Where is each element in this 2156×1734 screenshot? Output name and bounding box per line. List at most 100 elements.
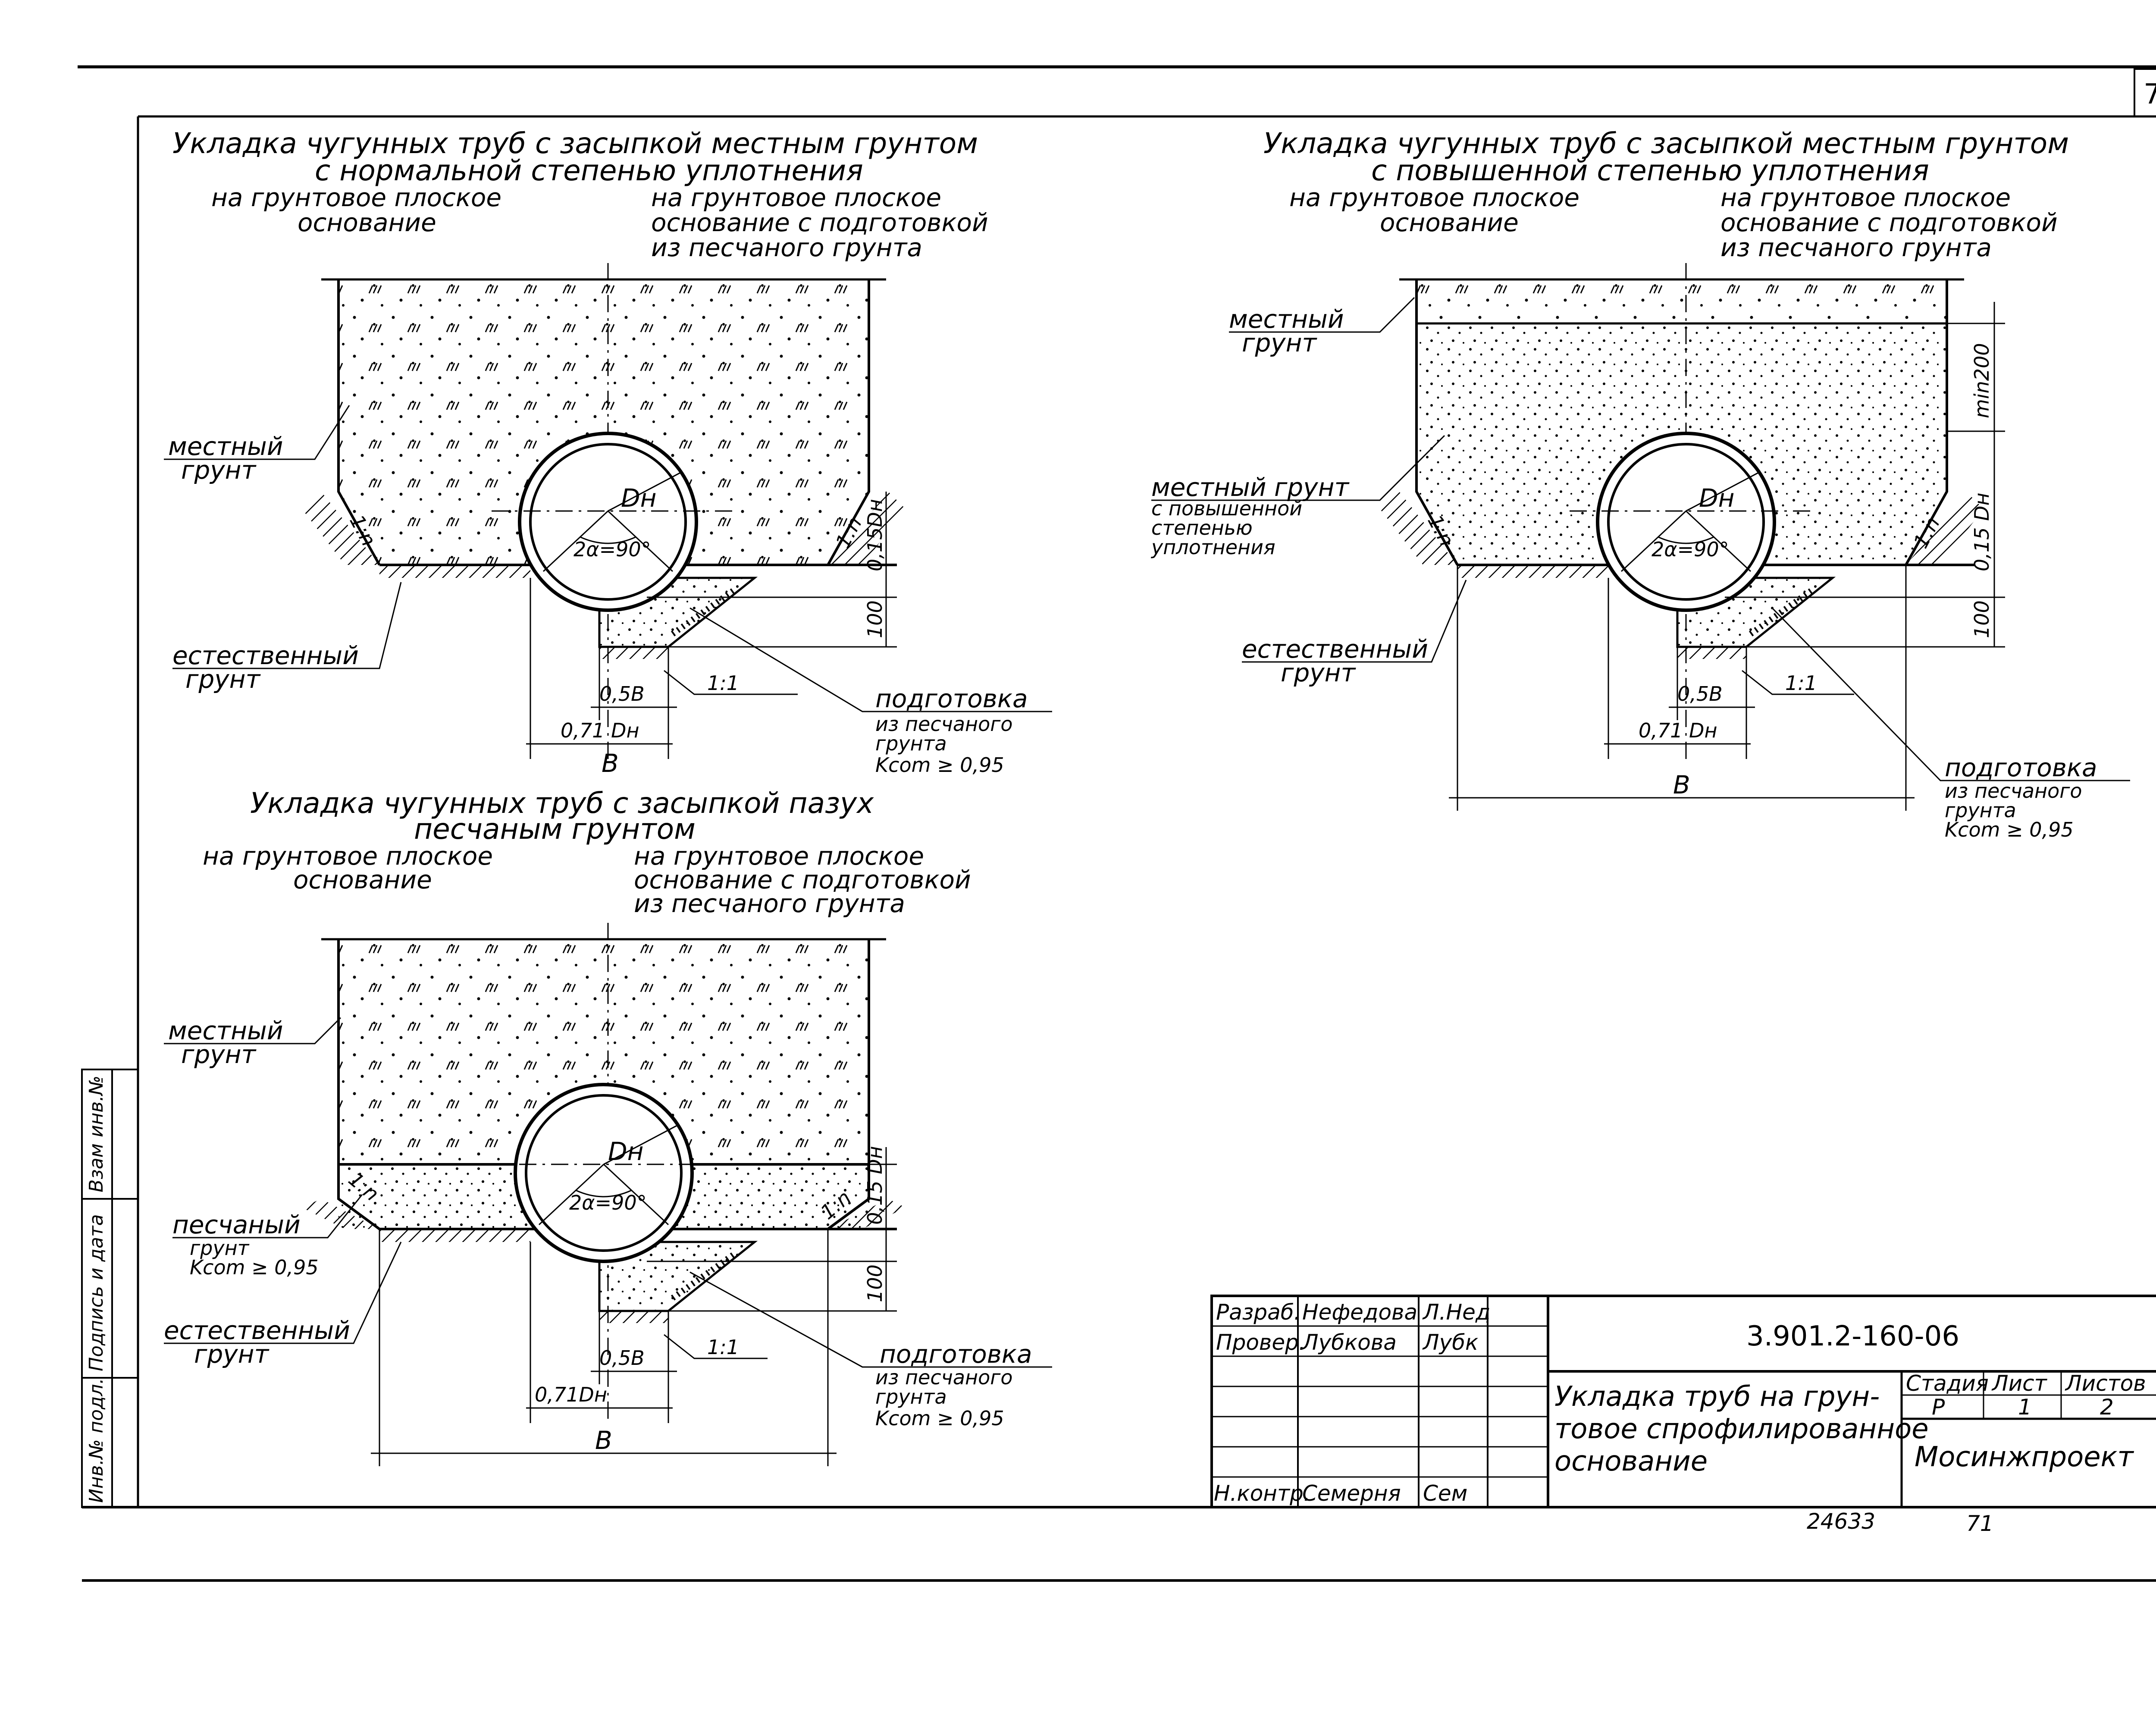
tb-row2-sign: Лубк [1422,1330,1478,1355]
tb-row7-sign: Сем [1423,1481,1467,1506]
panel-b-dim-05b: 0,5B [1677,682,1723,706]
panel-c-slope-11: 1:1 [707,1336,739,1359]
panel-c-callout-local: местный [168,1016,283,1045]
tb-row7-role: Н.контр. [1214,1481,1310,1506]
panel-c-callout-natural-2: грунт [194,1339,270,1369]
sheet-number: 70 [2143,78,2156,110]
panel-a-dim-b: B [602,749,619,778]
panel-a-title-1: Укладка чугунных труб с засыпкой местным… [172,127,978,160]
panel-b-title-2: с повышенной степенью уплотнения [1371,154,1929,187]
panel-c-callout-prep-3: грунта [875,1385,947,1408]
tb-h-sheet: Лист [1991,1371,2048,1396]
panel-b-callout-comp-3: степенью [1151,516,1253,539]
tb-row2-name: Лубкова [1301,1330,1397,1355]
tb-footer-2: 71 [1966,1511,1994,1536]
panel-c-sub-right-1: на грунтовое плоское [634,841,924,871]
panel-c-dim-071: 0,71Dн [535,1383,607,1406]
panel-b-pipe [1596,432,1776,612]
panel-b-sub-right-3: из песчаного грунта [1720,233,1992,262]
panel-a-callout-prep-1: подготовка [875,684,1028,713]
panel-b-sub-right-1: на грунтовое плоское [1720,183,2011,212]
panel-c-callout-prep-4: Kcom ≥ 0,95 [875,1407,1004,1430]
panel-a-sub-right-3: из песчаного грунта [651,233,922,262]
panel-a-callout-prep-3: грунта [875,732,947,755]
tb-row1-sign: Л.Нед [1422,1300,1490,1325]
panel-a-sub-right-2: основание с подготовкой [651,208,988,237]
panel-a-slope-11: 1:1 [707,671,739,695]
panel-c-callout-prep-1: подготовка [880,1339,1032,1369]
panel-b-callout-comp-2: с повышенной [1151,497,1302,520]
panel-c-callout-sand-1: песчаный [172,1210,301,1239]
panel-c-dim-100: 100 [863,1264,887,1302]
tb-doc-code: 3.901.2-160-06 [1746,1320,1959,1352]
panel-c-sub-right-3: из песчаного грунта [634,889,905,918]
panel-b-pipe-label: Dн [1699,483,1735,513]
panel-a-title-2: с нормальной степенью уплотнения [315,154,863,187]
panel-b-sub-right-2: основание с подготовкой [1720,208,2058,237]
tb-row1-name: Нефедова [1302,1300,1417,1325]
panel-b-dim-100: 100 [1970,600,1993,638]
panel-c-callout-sand-2: грунт [190,1236,250,1260]
panel-b: Укладка чугунных труб с засыпкой местным… [1150,127,2130,841]
panel-a-backfill [338,280,869,565]
panel-c-title-1: Укладка чугунных труб с засыпкой пазух [250,787,874,820]
tb-row7-name: Семерня [1302,1481,1401,1506]
tb-row1-role: Разраб. [1216,1300,1300,1325]
panel-c-sub-right-2: основание с подготовкой [634,865,971,894]
panel-a-callout-local: местный [168,432,283,461]
panel-b-top-fill [1416,280,1947,323]
panel-b-callout-prep-2: из песчаного [1945,779,2082,803]
panel-b-callout-prep-1: подготовка [1945,753,2097,782]
panel-a-dim-100: 100 [863,600,887,638]
panel-c: Укладка чугунных труб с засыпкой пазух п… [164,787,1052,1466]
panel-b-angle-label: 2α=90° [1651,538,1729,561]
panel-c-dim-b: B [595,1426,612,1455]
panel-a-dim-05b: 0,5B [599,682,645,706]
panel-b-dim-min200: min200 [1970,343,1993,418]
panel-c-pipe-label: Dн [608,1137,644,1166]
panel-a-pipe [518,432,698,612]
side-stamp [81,1069,139,1508]
panel-c-callout-prep-2: из песчаного [875,1366,1013,1389]
panel-b-dim-b: B [1673,770,1690,800]
panel-b-slope-11: 1:1 [1785,671,1817,695]
panel-c-callout-natural: естественный [164,1316,350,1345]
side-stamp-inv-podl: Инв.№ подл. [85,1378,107,1503]
panel-b-callout-local: местный [1229,304,1344,334]
panel-b-dim-071: 0,71 Dн [1639,719,1717,742]
panel-b-callout-natural: естественный [1242,634,1428,664]
panel-a-callout-natural: естественный [172,641,359,670]
panel-a-pipe-label: Dн [621,483,657,513]
panel-b-callout-comp-4: уплотнения [1150,536,1275,559]
tb-v-stage: Р [1932,1395,1945,1420]
panel-a-sub-right-1: на грунтовое плоское [651,183,941,212]
tb-doc-title-3: основание [1554,1446,1708,1477]
panel-a-angle-label: 2α=90° [573,538,651,561]
tb-footer-1: 24633 [1807,1509,1875,1534]
panel-b-callout-comp-1: местный грунт [1151,473,1350,502]
panel-a-callout-prep-2: из песчаного [875,712,1013,736]
panel-c-angle-label: 2α=90° [569,1191,647,1214]
panel-b-callout-prep-4: Kcom ≥ 0,95 [1945,818,2074,841]
panel-c-pipe [514,1083,694,1263]
tb-row2-role: Провер. [1216,1330,1306,1355]
panel-a-callout-prep-4: Kcom ≥ 0,95 [875,753,1004,777]
panel-b-title-1: Укладка чугунных труб с засыпкой местным… [1263,127,2069,160]
tb-org: Мосинжпроект [1915,1441,2134,1473]
panel-c-sub-left-2: основание [293,865,432,894]
panel-a-callout-natural-2: грунт [185,665,261,694]
panel-c-sub-left-1: на грунтовое плоское [203,841,493,871]
title-block [1210,1295,2156,1508]
panel-a-callout-local-2: грунт [181,455,257,485]
panel-b-callout-prep-3: грунта [1945,799,2016,822]
tb-v-sheet: 1 [2018,1395,2032,1420]
panel-b-sub-left-1: на грунтовое плоское [1289,183,1579,212]
panel-a-dim-015: 0,15Dн [863,499,887,571]
panel-b-callout-natural-2: грунт [1281,658,1357,687]
panel-a-dim-071: 0,71 Dн [561,719,639,742]
tb-doc-title-1: Укладка труб на грун- [1554,1381,1880,1413]
panel-b-sub-left-2: основание [1380,208,1519,237]
side-stamp-podpis: Подпись и дата [85,1214,107,1371]
panel-b-callout-local-2: грунт [1242,328,1318,357]
